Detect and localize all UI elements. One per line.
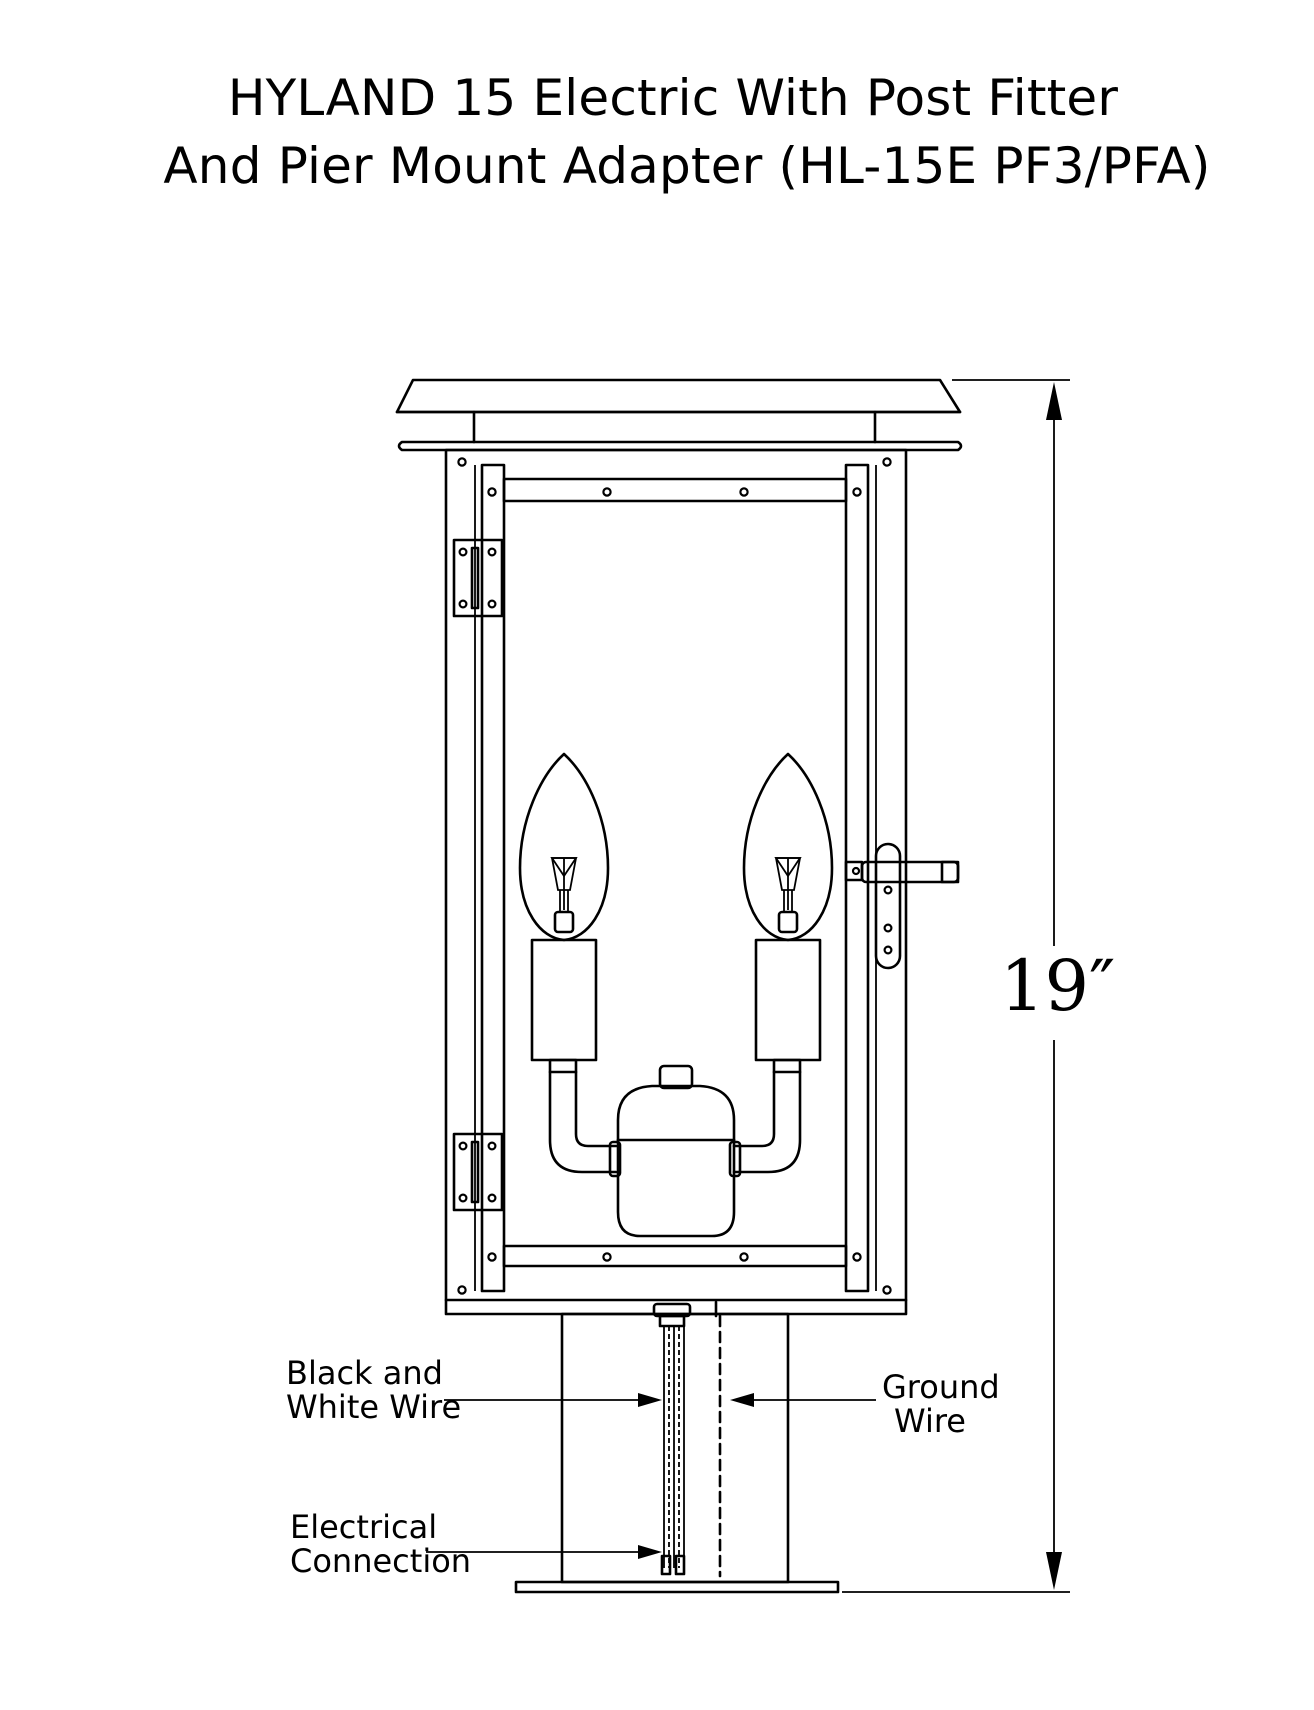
diagram-title-line-1: HYLAND 15 Electric With Post Fitter	[227, 69, 1119, 127]
lantern-roof	[395, 378, 963, 452]
ground-wire-label-line-2: Wire	[894, 1402, 966, 1440]
label-leaders	[426, 1393, 876, 1559]
black-white-wire-label-line-2: White Wire	[286, 1388, 461, 1426]
height-dimension-label: 19″	[1000, 945, 1115, 1027]
diagram-title-line-2: And Pier Mount Adapter (HL-15E PF3/PFA)	[163, 137, 1211, 195]
wire-junction-body	[616, 1064, 736, 1238]
lantern-frame	[444, 448, 908, 1316]
height-dimension	[842, 379, 1070, 1593]
upper-hinge	[452, 538, 504, 618]
door-latch	[844, 842, 960, 970]
rivets	[457, 457, 892, 1295]
left-candle-bulb	[518, 752, 610, 1074]
post-fitter	[514, 1300, 840, 1594]
ground-wire-label-line-1: Ground	[882, 1368, 1000, 1406]
black-and-white-wires	[660, 1326, 686, 1576]
electrical-connection-label-line-2: Connection	[290, 1542, 471, 1580]
lower-hinge	[452, 1132, 504, 1212]
black-white-wire-label-line-1: Black and	[286, 1354, 443, 1392]
electrical-connection-label-line-1: Electrical	[290, 1508, 437, 1546]
right-candle-bulb	[742, 752, 834, 1074]
